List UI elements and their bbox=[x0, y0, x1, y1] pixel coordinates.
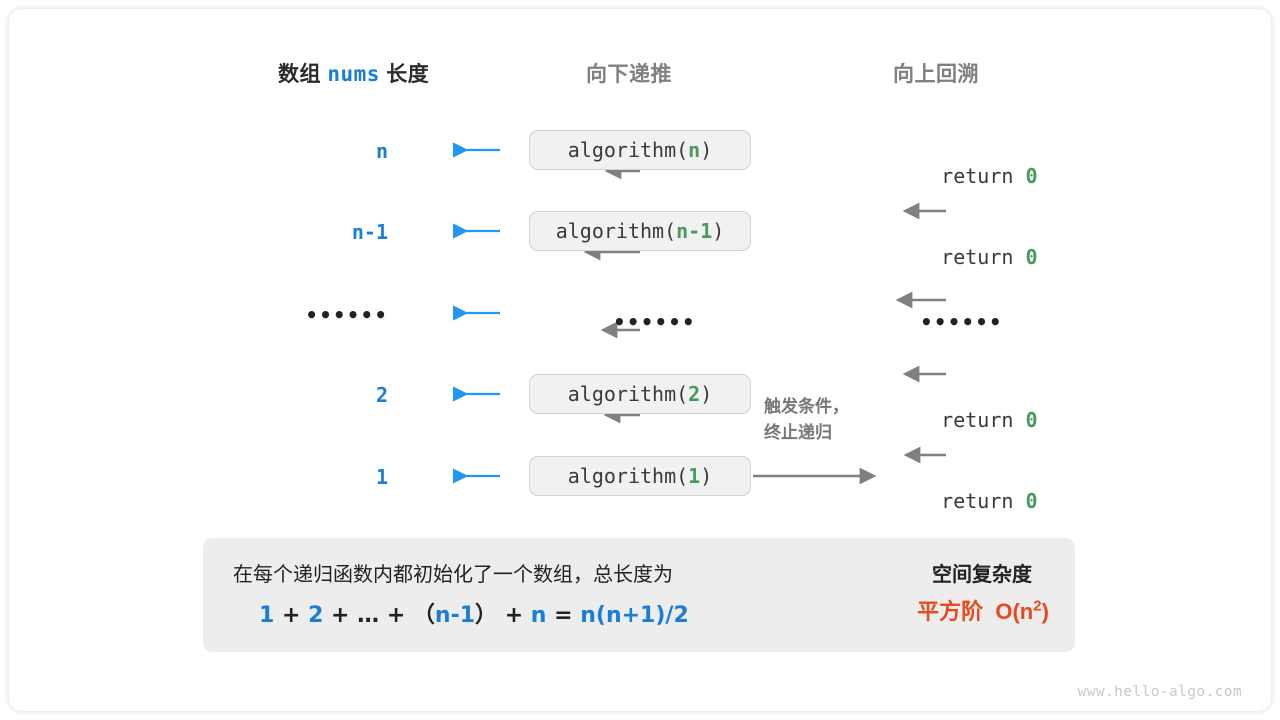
formula-result: n(n+1)/2 bbox=[580, 603, 689, 628]
complexity-label: 平方阶 bbox=[917, 599, 984, 624]
return-ellipsis: •••••• bbox=[920, 310, 1003, 334]
call-box-1[interactable]: algorithm(1) bbox=[529, 456, 751, 496]
base-case-note-line1: 触发条件， bbox=[764, 397, 849, 416]
call-text-prefix: algorithm( bbox=[555, 219, 677, 243]
size-label-ellipsis: •••••• bbox=[305, 303, 388, 327]
formula-term-4: n-1 bbox=[434, 603, 476, 628]
size-label-n: n bbox=[375, 139, 388, 163]
size-label-n-1: n-1 bbox=[351, 220, 388, 244]
return-value: 0 bbox=[1025, 489, 1038, 513]
return-keyword: return bbox=[941, 245, 1026, 269]
return-keyword: return bbox=[941, 489, 1026, 513]
return-label-2: return 0 bbox=[893, 384, 1038, 456]
return-up-arrows bbox=[895, 202, 946, 464]
return-value: 0 bbox=[1025, 164, 1038, 188]
call-text-prefix: algorithm( bbox=[567, 382, 689, 406]
formula-op-1: + bbox=[274, 603, 309, 628]
call-box-2[interactable]: algorithm(2) bbox=[529, 374, 751, 414]
base-case-note-line2: 终止递归 bbox=[764, 423, 832, 443]
size-label-1: 1 bbox=[375, 465, 388, 489]
complexity-answer: 平方阶 O(n2) bbox=[873, 594, 1093, 626]
complexity-notation: O(n bbox=[995, 599, 1034, 624]
complexity-title: 空间复杂度 bbox=[932, 564, 1032, 586]
complexity-exponent: 2 bbox=[1033, 597, 1042, 615]
call-arg: 1 bbox=[688, 464, 701, 488]
formula-term-2: 2 bbox=[308, 603, 324, 628]
header-left-suffix: 长度 bbox=[386, 63, 430, 86]
return-keyword: return bbox=[941, 164, 1026, 188]
formula-op-4: ） + bbox=[475, 603, 531, 628]
return-value: 0 bbox=[1025, 408, 1038, 432]
formula-term-3: … bbox=[357, 603, 380, 628]
formula-op-2: + bbox=[323, 603, 358, 628]
call-text-prefix: algorithm( bbox=[567, 138, 689, 162]
return-label-n-1: return 0 bbox=[893, 221, 1038, 293]
call-box-n-1[interactable]: algorithm(n-1) bbox=[529, 211, 751, 251]
call-box-n[interactable]: algorithm(n) bbox=[529, 130, 751, 170]
watermark: www.hello-algo.com bbox=[1077, 684, 1242, 700]
header-left-code: nums bbox=[327, 62, 380, 86]
summary-formula: 1 + 2 + … + （n-1） + n = n(n+1)/2 bbox=[259, 597, 689, 629]
recursion-down-arrows bbox=[583, 162, 640, 424]
summary-panel: 在每个递归函数内都初始化了一个数组，总长度为 1 + 2 + … + （n-1）… bbox=[203, 538, 1075, 652]
complexity-notation-close: ) bbox=[1041, 599, 1049, 624]
base-case-note: 触发条件， 终止递归 bbox=[764, 394, 849, 447]
return-label-n: return 0 bbox=[893, 140, 1038, 212]
return-label-1: return 0 bbox=[893, 465, 1038, 537]
header-return-up: 向上回溯 bbox=[893, 63, 979, 86]
call-text-suffix: ) bbox=[700, 382, 713, 406]
formula-op-5: = bbox=[546, 603, 581, 628]
header-array-length: 数组 nums 长度 bbox=[278, 58, 429, 88]
formula-op-3: + （ bbox=[379, 603, 435, 628]
call-text-suffix: ) bbox=[700, 464, 713, 488]
return-keyword: return bbox=[941, 408, 1026, 432]
header-recursion-down: 向下递推 bbox=[586, 63, 672, 86]
size-arrow-group bbox=[452, 142, 500, 484]
summary-description: 在每个递归函数内都初始化了一个数组，总长度为 bbox=[233, 564, 673, 586]
formula-term-5: n bbox=[530, 603, 547, 628]
call-text-prefix: algorithm( bbox=[567, 464, 689, 488]
call-text-suffix: ) bbox=[700, 138, 713, 162]
recursion-ellipsis: •••••• bbox=[613, 310, 696, 334]
return-value: 0 bbox=[1025, 245, 1038, 269]
call-arg: n-1 bbox=[676, 219, 713, 243]
call-text-suffix: ) bbox=[712, 219, 725, 243]
header-left-prefix: 数组 bbox=[278, 63, 321, 86]
call-arg: n bbox=[688, 138, 701, 162]
call-arg: 2 bbox=[688, 382, 701, 406]
size-label-2: 2 bbox=[375, 383, 388, 407]
formula-term-1: 1 bbox=[259, 603, 275, 628]
